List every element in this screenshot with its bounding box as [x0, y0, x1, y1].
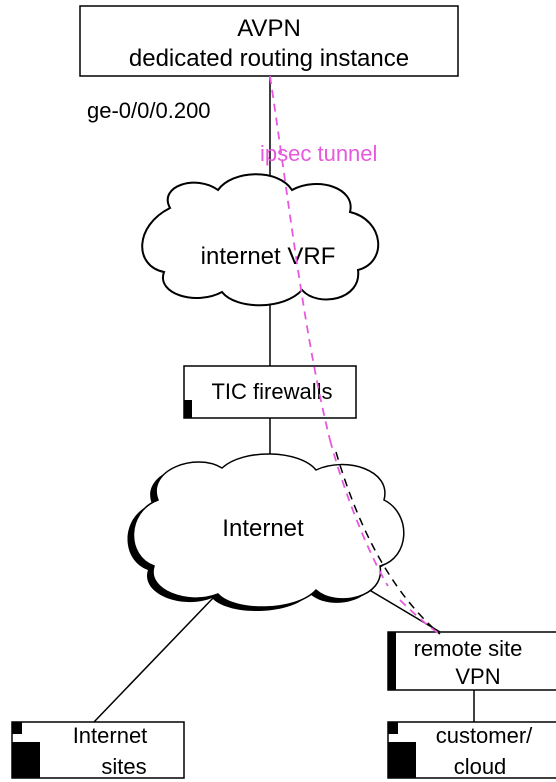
customer-cloud-box: customer/ cloud: [387, 721, 556, 779]
internet-sites-box: Internet sites: [11, 721, 185, 779]
internet-cloud-label: Internet: [222, 515, 304, 542]
avpn-box-line1: AVPN: [237, 15, 301, 42]
ipsec-tunnel-path-lower: [329, 439, 389, 587]
ipsec-tunnel-label: ipsec tunnel: [260, 141, 377, 166]
remote-site-vpn-box: remote site VPN: [387, 631, 556, 691]
customer-cloud-line2: cloud: [454, 754, 507, 779]
internet-cloud: Internet: [127, 453, 405, 612]
link-internet-to-internet-sites: [93, 596, 215, 723]
avpn-routing-instance-box: AVPN dedicated routing instance: [79, 5, 459, 77]
internet-vrf-cloud: internet VRF: [141, 173, 380, 307]
ipsec-tunnel-path-end: [399, 599, 443, 637]
ipsec-tunnel-path: [269, 75, 331, 441]
remote-site-line2: VPN: [455, 664, 500, 689]
internet-sites-line1: Internet: [73, 723, 148, 748]
tic-firewalls-box: TIC firewalls: [183, 365, 357, 419]
customer-cloud-line1: customer/: [436, 723, 533, 748]
tic-firewalls-label: TIC firewalls: [211, 379, 332, 404]
interface-label: ge-0/0/0.200: [87, 98, 211, 123]
internet-vrf-label: internet VRF: [201, 243, 336, 270]
ipsec-tunnel-path-shadow: [335, 451, 441, 635]
internet-sites-line2: sites: [101, 754, 146, 779]
avpn-box-line2: dedicated routing instance: [129, 45, 409, 72]
remote-site-line1: remote site: [414, 636, 523, 661]
